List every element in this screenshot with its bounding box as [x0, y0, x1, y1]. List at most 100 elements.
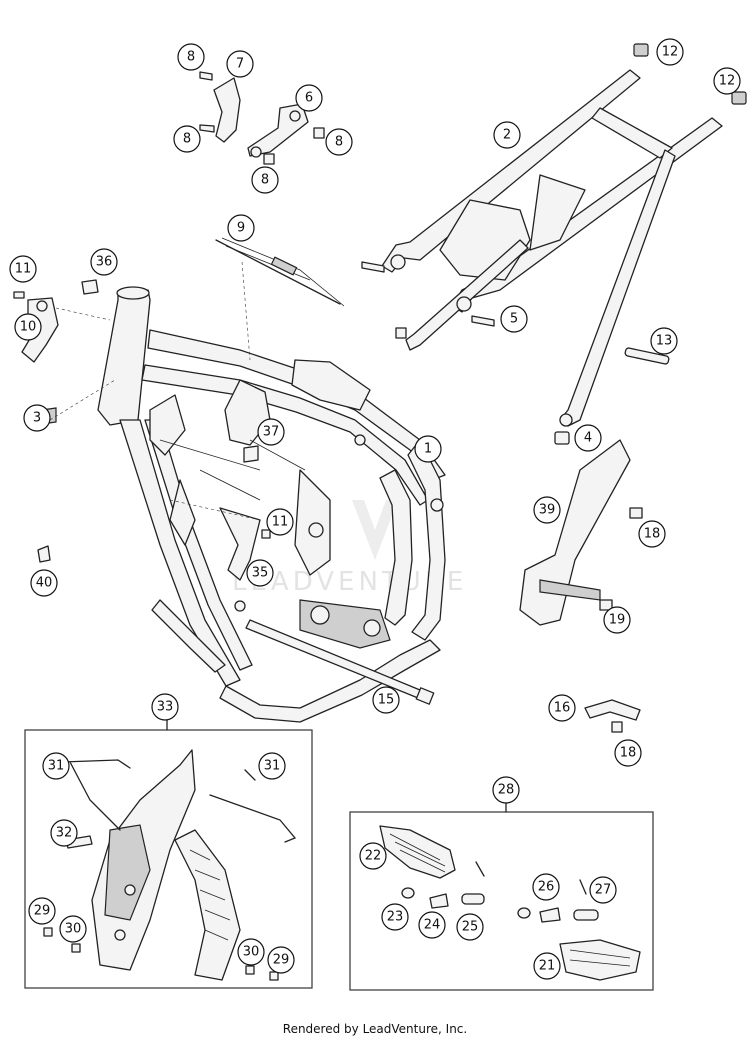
callout-12: 12	[656, 38, 684, 66]
callout-28: 28	[492, 776, 520, 804]
spring-26	[539, 907, 561, 923]
callout-30: 30	[59, 915, 87, 943]
callout-26: 26	[532, 873, 560, 901]
callout-label: 2	[503, 128, 511, 143]
spring-24	[429, 893, 449, 909]
callout-21: 21	[533, 952, 561, 980]
footpeg-21	[559, 939, 641, 981]
callout-label: 22	[365, 849, 382, 864]
callout-7: 7	[226, 50, 254, 78]
callout-25: 25	[456, 913, 484, 941]
cap-12a	[633, 43, 649, 57]
callout-18: 18	[638, 520, 666, 548]
main-frame	[97, 286, 446, 723]
callout-label: 29	[273, 953, 290, 968]
cap-12b	[731, 91, 747, 105]
callout-label: 35	[252, 566, 269, 581]
callout-31: 31	[258, 752, 286, 780]
frame-protector-right	[174, 829, 241, 981]
callout-23: 23	[381, 903, 409, 931]
callout-30: 30	[237, 938, 265, 966]
bracket-7	[213, 77, 241, 143]
callout-label: 24	[424, 918, 441, 933]
callout-label: 7	[236, 57, 244, 72]
clip-16	[584, 699, 641, 721]
callout-label: 40	[36, 576, 53, 591]
callout-label: 6	[305, 91, 313, 106]
callout-label: 37	[263, 425, 280, 440]
callout-8: 8	[173, 125, 201, 153]
footpeg-22	[379, 825, 456, 879]
callout-label: 30	[243, 945, 260, 960]
callout-label: 13	[656, 334, 673, 349]
footer-credit: Rendered by LeadVenture, Inc.	[282, 1022, 468, 1036]
callout-label: 31	[264, 759, 281, 774]
callout-label: 32	[56, 826, 73, 841]
callout-2: 2	[493, 121, 521, 149]
callout-29: 29	[28, 897, 56, 925]
callout-3: 3	[23, 404, 51, 432]
callout-31: 31	[42, 752, 70, 780]
callout-11: 11	[9, 255, 37, 283]
callout-label: 10	[20, 320, 37, 335]
callout-35: 35	[246, 559, 274, 587]
callout-label: 11	[272, 515, 289, 530]
callout-label: 15	[378, 693, 395, 708]
subframe	[381, 69, 723, 427]
clip-36	[81, 279, 99, 295]
callout-label: 21	[539, 959, 556, 974]
pin-27	[579, 879, 587, 895]
clip-37	[243, 445, 259, 463]
callout-1: 1	[414, 435, 442, 463]
callout-27: 27	[589, 876, 617, 904]
pin-25	[461, 893, 485, 905]
callout-label: 8	[183, 132, 191, 147]
callout-label: 31	[48, 759, 65, 774]
callout-19: 19	[603, 606, 631, 634]
callout-18: 18	[614, 739, 642, 767]
callout-40: 40	[30, 569, 58, 597]
callout-label: 1	[424, 442, 432, 457]
callout-label: 5	[510, 312, 518, 327]
callout-label: 3	[33, 411, 41, 426]
callout-label: 11	[15, 262, 32, 277]
callout-37: 37	[257, 418, 285, 446]
callout-label: 9	[237, 221, 245, 236]
callout-label: 26	[538, 880, 555, 895]
callout-label: 19	[609, 613, 626, 628]
callout-9: 9	[227, 214, 255, 242]
callout-label: 27	[595, 883, 612, 898]
nut-4	[554, 431, 570, 445]
callout-label: 12	[719, 74, 736, 89]
wire-31-right	[209, 769, 297, 843]
callout-label: 18	[620, 746, 637, 761]
callout-15: 15	[372, 686, 400, 714]
callout-8: 8	[251, 166, 279, 194]
clip-40	[37, 545, 51, 563]
callout-29: 29	[267, 946, 295, 974]
callout-label: 39	[539, 503, 556, 518]
callout-label: 16	[554, 701, 571, 716]
callout-8: 8	[177, 43, 205, 71]
callout-5: 5	[500, 305, 528, 333]
callout-22: 22	[359, 842, 387, 870]
group-box-28	[349, 811, 654, 991]
callout-12: 12	[713, 67, 741, 95]
callout-label: 12	[662, 45, 679, 60]
washer-23	[401, 887, 415, 899]
callout-label: 8	[261, 173, 269, 188]
bolt-5	[471, 315, 495, 327]
callout-4: 4	[574, 424, 602, 452]
callout-36: 36	[90, 248, 118, 276]
callout-6: 6	[295, 84, 323, 112]
callout-32: 32	[50, 819, 78, 847]
callout-label: 18	[644, 527, 661, 542]
callout-8: 8	[325, 128, 353, 156]
callout-16: 16	[548, 694, 576, 722]
callout-24: 24	[418, 911, 446, 939]
callout-label: 4	[584, 431, 592, 446]
callout-label: 29	[34, 904, 51, 919]
callout-label: 33	[157, 700, 174, 715]
